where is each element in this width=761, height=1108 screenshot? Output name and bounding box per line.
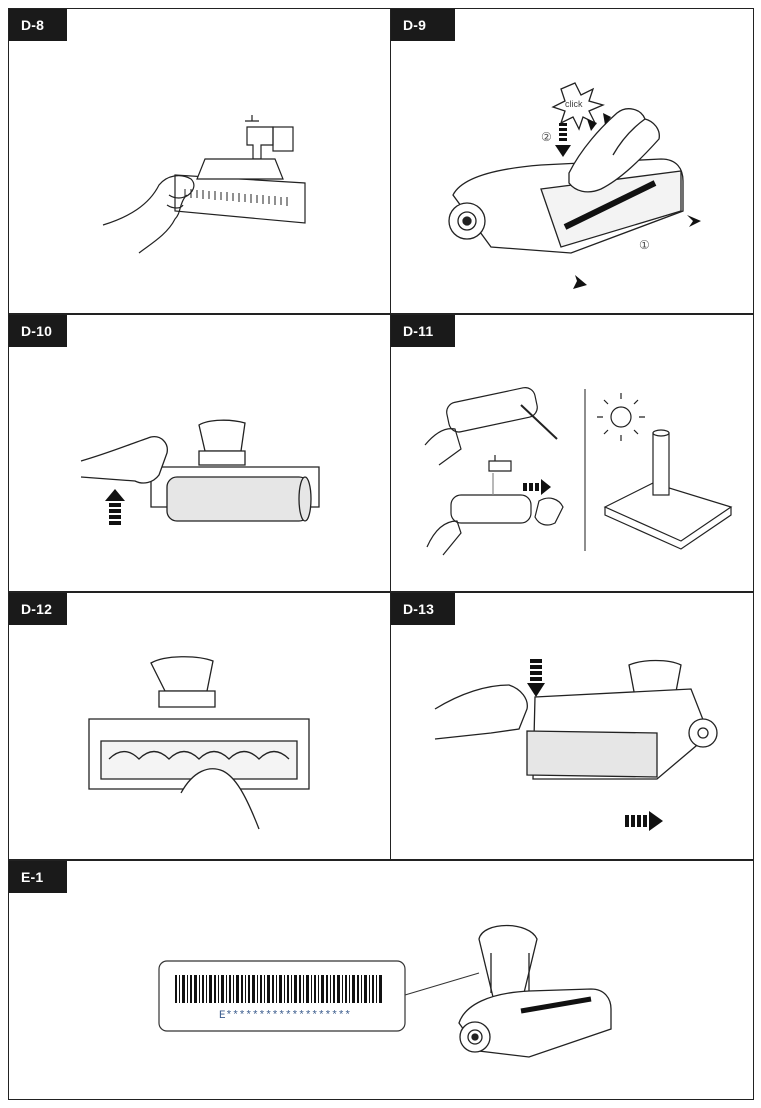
panel-d11: D-11 [390, 314, 754, 592]
click-text: click [565, 99, 583, 109]
panel-d10: D-10 [8, 314, 391, 592]
step-label: D-10 [9, 315, 67, 347]
step-label: D-8 [9, 9, 67, 41]
panel-d12: D-12 [8, 592, 391, 860]
panel-d8: D-8 [8, 8, 391, 314]
panel-e1: E-1 [8, 860, 754, 1100]
illustration-remove-roller [80, 419, 320, 525]
step-label: D-11 [391, 315, 455, 347]
illustration-attach-cover: click ② ① [448, 82, 701, 289]
step-number-2: ② [541, 130, 552, 144]
illustration-clean-roller-chamber [88, 656, 310, 830]
illustration-rinse-brush-head [102, 115, 306, 254]
step-label: D-13 [391, 593, 455, 625]
panel-d13: D-13 [390, 592, 754, 860]
step-label: E-1 [9, 861, 67, 893]
step-label: D-9 [391, 9, 455, 41]
barcode-icon [175, 975, 382, 1003]
panel-d9: D-9 [390, 8, 754, 314]
step-label: D-12 [9, 593, 67, 625]
serial-number-text: E******************* [219, 1010, 351, 1022]
illustration-serial-label: E******************* [158, 924, 612, 1058]
illustration-insert-roller [434, 659, 718, 831]
illustration-clean-and-dry [424, 387, 733, 556]
step-number-1: ① [639, 238, 650, 252]
